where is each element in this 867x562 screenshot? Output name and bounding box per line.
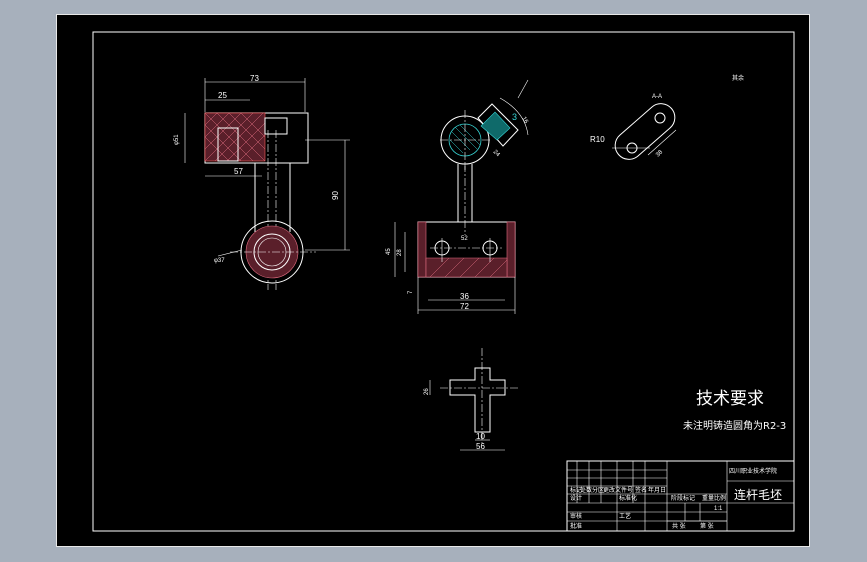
front-dim-57: 57 <box>234 167 243 176</box>
tb-label-3: 更改文件号 <box>603 486 633 494</box>
side-dim-24: 24 <box>492 149 501 158</box>
drawing-sheet <box>56 14 810 547</box>
tb-label-1: 处数 <box>580 486 592 494</box>
tb-label-6: 设计 <box>570 494 582 502</box>
side-view: 3 16 24 52 45 28 7 <box>386 79 529 314</box>
front-dim-25: 25 <box>218 91 227 100</box>
tb-label-14: 共 张 <box>672 522 686 530</box>
tech-requirements-title: 技术要求 <box>696 389 764 409</box>
tb-label-5: 年月日 <box>648 486 666 494</box>
aux-dim-r10: R10 <box>590 135 605 144</box>
tb-label-8: 阶段标记 <box>671 494 695 502</box>
front-dim-phi51: φ51 <box>174 134 180 145</box>
tb-label-0: 标记 <box>570 486 582 494</box>
section-dim-10: 10 <box>476 432 485 441</box>
side-dim-28: 28 <box>397 249 403 256</box>
front-dim-phi37: φ37 <box>214 258 225 264</box>
tech-requirements-note: 未注明铸造圆角为R2-3 <box>683 419 786 432</box>
front-view: 73 25 φ51 57 <box>174 74 350 290</box>
side-dim-36: 36 <box>460 292 469 301</box>
svg-text:7: 7 <box>408 290 414 294</box>
side-dim-72: 72 <box>460 302 469 311</box>
tb-label-11: 审核 <box>570 512 582 520</box>
tb-label-10: 比例 <box>714 494 726 502</box>
tb-part-name: 连杆毛坯 <box>734 487 782 502</box>
inner-border <box>92 31 795 532</box>
tb-school: 四川职业技术学院 <box>729 467 777 475</box>
tb-scale: 1:1 <box>714 506 723 512</box>
aux-dim-38: 38 <box>655 149 664 158</box>
side-dim-3: 3 <box>512 112 517 122</box>
aux-view: R10 38 A-A 其余 <box>590 74 744 160</box>
side-dim-16: 16 <box>520 116 529 125</box>
front-dim-73: 73 <box>250 74 259 83</box>
title-block: 标记 处数 分区 更改文件号 签名 年月日 设计 标准化 阶段标记 重量 比例 … <box>566 460 795 532</box>
tb-label-7: 标准化 <box>619 494 637 502</box>
tb-label-15: 第 张 <box>700 522 714 530</box>
front-dim-90: 90 <box>331 191 340 200</box>
tb-label-13: 批准 <box>570 522 582 530</box>
section-dim-56: 56 <box>476 442 485 451</box>
tb-label-2: 分区 <box>592 486 604 494</box>
tb-label-12: 工艺 <box>619 512 631 520</box>
section-dim-left: 26 <box>424 388 430 395</box>
svg-text:A-A: A-A <box>652 94 662 100</box>
side-dim-45: 45 <box>386 248 392 255</box>
svg-text:其余: 其余 <box>732 74 744 82</box>
section-view: 26 10 56 <box>424 348 520 451</box>
tb-label-4: 签名 <box>635 486 647 494</box>
tb-label-9: 重量 <box>702 494 714 502</box>
side-dim-52: 52 <box>461 236 468 242</box>
